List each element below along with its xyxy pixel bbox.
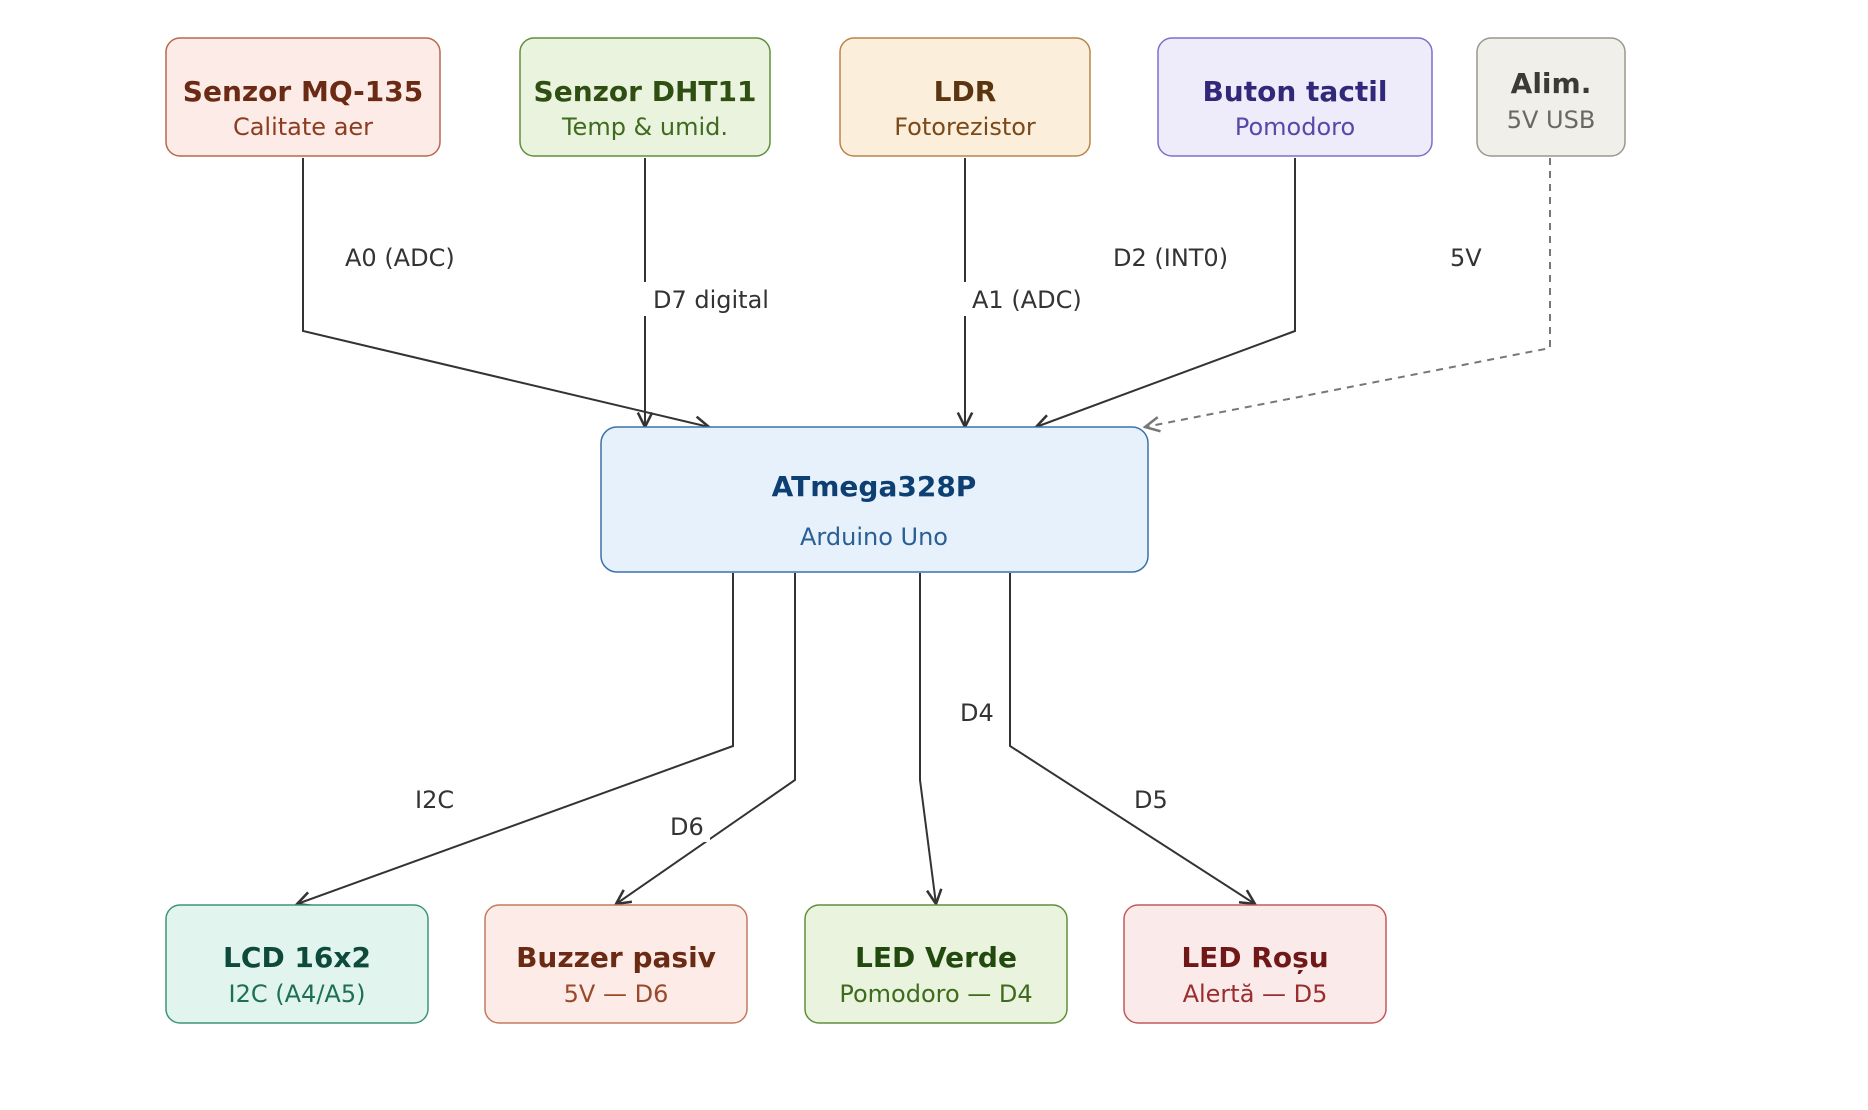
label-dht11: D7 digital xyxy=(653,286,769,314)
node-buzzer[interactable]: Buzzer pasiv 5V — D6 xyxy=(484,904,748,1024)
label-mq135: A0 (ADC) xyxy=(345,244,455,272)
node-mcu[interactable]: ATmega328P Arduino Uno xyxy=(600,426,1149,573)
node-lcd[interactable]: LCD 16x2 I2C (A4/A5) xyxy=(165,904,429,1024)
node-mq135-box xyxy=(165,37,441,157)
node-mq135-title: Senzor MQ-135 xyxy=(183,75,423,108)
edge-mcu-led-green xyxy=(919,573,936,904)
edge-mcu-led-red xyxy=(1009,573,1255,904)
node-ldr-subtitle: Fotorezistor xyxy=(894,113,1036,141)
node-power-title: Alim. xyxy=(1511,67,1592,100)
edge-mq135-mcu xyxy=(302,158,709,427)
edge-button-mcu xyxy=(1036,158,1296,427)
node-mq135[interactable]: Senzor MQ-135 Calitate aer xyxy=(165,37,441,157)
node-mcu-title: ATmega328P xyxy=(772,470,977,503)
node-button-box xyxy=(1157,37,1433,157)
edge-mcu-buzzer xyxy=(616,573,796,904)
label-led-green: D4 xyxy=(960,699,994,727)
node-buzzer-title: Buzzer pasiv xyxy=(516,941,716,974)
node-led-green-subtitle: Pomodoro — D4 xyxy=(839,980,1032,1008)
node-lcd-subtitle: I2C (A4/A5) xyxy=(229,980,366,1008)
edge-mcu-lcd xyxy=(297,573,734,904)
label-ldr: A1 (ADC) xyxy=(972,286,1082,314)
node-dht11-title: Senzor DHT11 xyxy=(534,75,757,108)
node-dht11[interactable]: Senzor DHT11 Temp & umid. xyxy=(519,37,771,157)
node-led-green-box xyxy=(804,904,1068,1024)
node-led-red-subtitle: Alertă — D5 xyxy=(1183,980,1328,1008)
node-button-title: Buton tactil xyxy=(1202,75,1387,108)
label-lcd: I2C xyxy=(415,786,454,814)
node-led-red-box xyxy=(1123,904,1387,1024)
node-led-red-title: LED Roșu xyxy=(1181,941,1328,974)
label-led-red: D5 xyxy=(1134,786,1168,814)
node-dht11-box xyxy=(519,37,771,157)
node-ldr-box xyxy=(839,37,1091,157)
label-button: D2 (INT0) xyxy=(1113,244,1228,272)
connections xyxy=(297,158,1551,904)
node-button-subtitle: Pomodoro xyxy=(1235,113,1355,141)
node-ldr-title: LDR xyxy=(934,75,997,108)
node-mcu-box xyxy=(600,426,1149,573)
edge-power-mcu xyxy=(1145,158,1551,427)
node-buzzer-subtitle: 5V — D6 xyxy=(564,980,669,1008)
node-buzzer-box xyxy=(484,904,748,1024)
node-lcd-box xyxy=(165,904,429,1024)
label-buzzer: D6 xyxy=(670,813,704,841)
label-power: 5V xyxy=(1450,244,1482,272)
node-lcd-title: LCD 16x2 xyxy=(223,941,371,974)
node-power[interactable]: Alim. 5V USB xyxy=(1476,37,1626,157)
node-led-green[interactable]: LED Verde Pomodoro — D4 xyxy=(804,904,1068,1024)
node-ldr[interactable]: LDR Fotorezistor xyxy=(839,37,1091,157)
node-led-green-title: LED Verde xyxy=(855,941,1017,974)
node-power-box xyxy=(1476,37,1626,157)
node-button[interactable]: Buton tactil Pomodoro xyxy=(1157,37,1433,157)
node-mcu-subtitle: Arduino Uno xyxy=(800,523,948,551)
edge-labels: A0 (ADC) D7 digital A1 (ADC) D2 (INT0) 5… xyxy=(345,244,1482,842)
node-dht11-subtitle: Temp & umid. xyxy=(561,113,728,141)
node-led-red[interactable]: LED Roșu Alertă — D5 xyxy=(1123,904,1387,1024)
node-mq135-subtitle: Calitate aer xyxy=(233,113,373,141)
node-power-subtitle: 5V USB xyxy=(1507,106,1596,134)
